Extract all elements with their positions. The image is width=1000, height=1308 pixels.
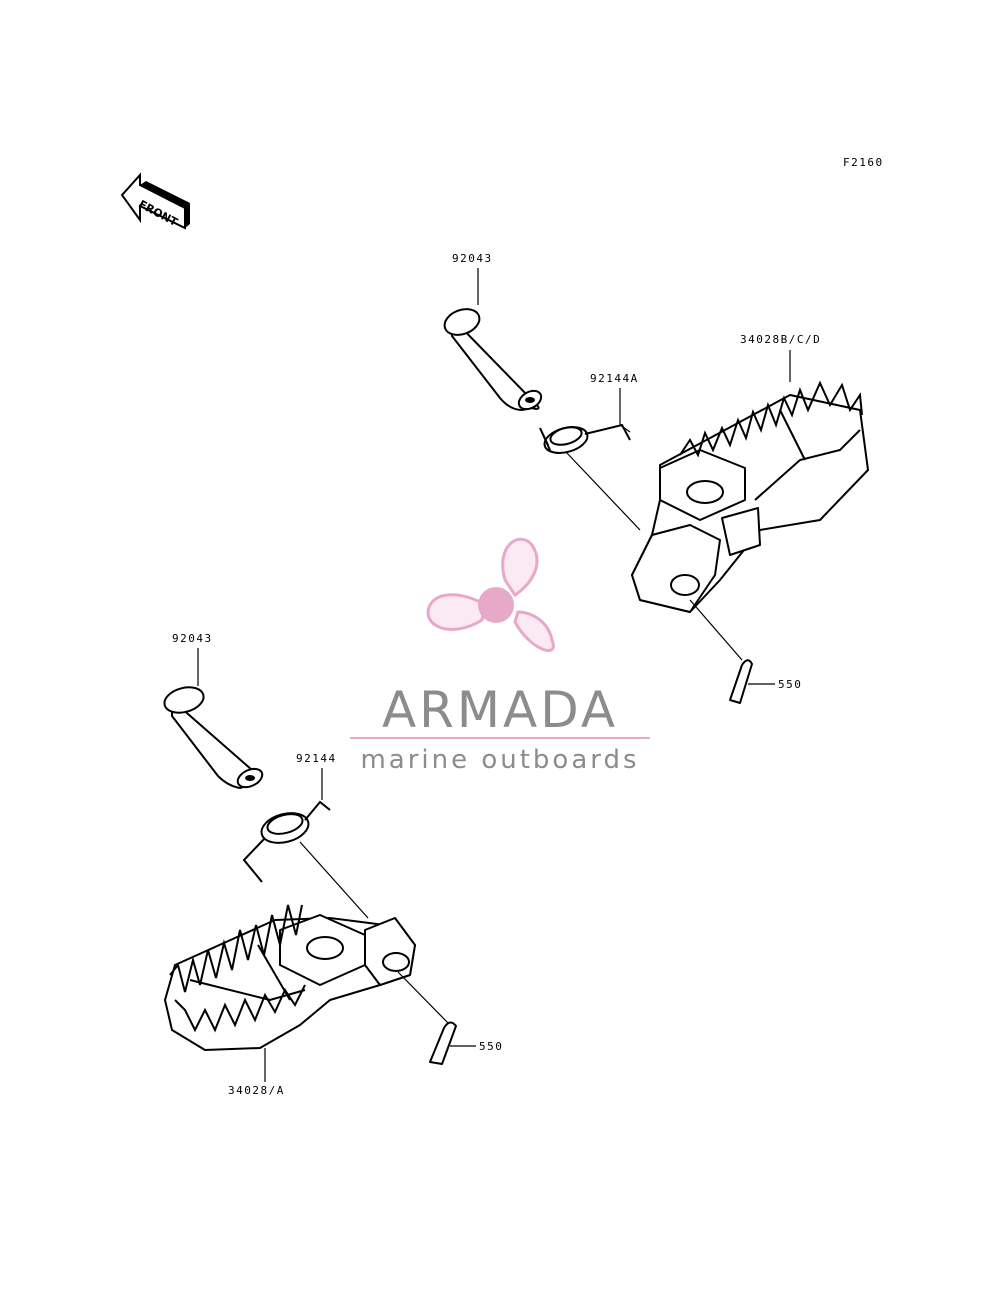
label-spring-bottom: 92144: [296, 752, 337, 765]
label-cotter-top: 550: [778, 678, 802, 691]
front-arrow-icon: FRONT: [120, 172, 190, 230]
label-spring-top: 92144A: [590, 372, 639, 385]
label-footpeg-top: 34028B/C/D: [740, 333, 821, 346]
watermark-tagline: marine outboards: [360, 745, 639, 775]
footpeg-bottom: [164, 904, 416, 1051]
cotter-pin-bottom: [429, 1021, 457, 1065]
label-footpeg-bottom: 34028/A: [228, 1084, 285, 1097]
spring-bottom: [242, 800, 331, 883]
pivot-pin-top: [443, 308, 543, 411]
footpeg-top: [631, 380, 869, 613]
pivot-pin-bottom: [163, 686, 264, 789]
watermark: ARMADA marine outboards: [350, 537, 650, 775]
spring-top: [539, 423, 631, 454]
label-pin-bottom: 92043: [172, 632, 213, 645]
label-pin-top: 92043: [452, 252, 493, 265]
watermark-brand: ARMADA: [382, 681, 618, 739]
leader-cotter-bottom-pin: [397, 971, 451, 1026]
leader-spring-to-peg-top: [565, 451, 641, 531]
propeller-icon: [426, 537, 555, 652]
label-cotter-bottom: 550: [479, 1040, 503, 1053]
cotter-pin-top: [729, 659, 753, 704]
leader-spring-to-peg-bottom: [299, 841, 369, 919]
leader-cotter-top-pin: [689, 599, 743, 661]
figure-code: F2160: [843, 156, 884, 169]
